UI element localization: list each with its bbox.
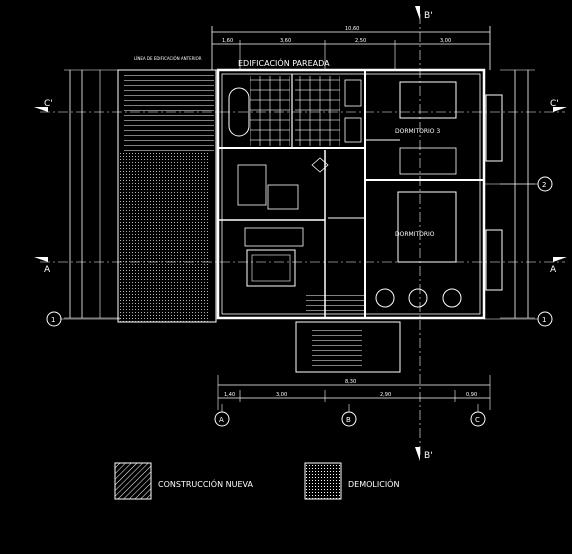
sofa-icon (237, 164, 267, 206)
section-mark-c-left: C' (44, 99, 53, 109)
axis-bubble-1-right: 1 (542, 316, 546, 324)
chair-icon (408, 288, 428, 308)
setback-note: LÍNEA DE EDIFICACIÓN ANTERIOR (134, 56, 202, 61)
entry-steps (312, 326, 362, 368)
legend-swatch-demo (304, 462, 342, 500)
top-dimensions: 10,60 1,60 3,60 2,50 3,00 (211, 26, 491, 70)
legend: CONSTRUCCIÓN NUEVA DEMOLICIÓN (114, 462, 399, 500)
counter-icon (244, 227, 304, 247)
bed-3-icon (399, 81, 457, 119)
section-mark-a-right: A (550, 265, 557, 275)
stairs-icon (306, 292, 364, 314)
bottom-dimensions: 8,30 1,40 3,00 2,90 0,90 (217, 375, 491, 410)
dim-bottom-2: 3,00 (276, 392, 287, 398)
right-dimensions (500, 69, 535, 319)
dim-top-1: 1,60 (222, 38, 233, 44)
legend-swatch-new (114, 462, 152, 500)
dim-top-2: 3,60 (280, 38, 291, 44)
left-dimensions (64, 69, 120, 319)
stove-icon (246, 249, 296, 287)
dim-top-4: 3,00 (440, 38, 451, 44)
toilet-icon (344, 79, 362, 107)
dim-bottom-total: 8,30 (345, 379, 356, 385)
room-label-dorm3: DORMITORIO 3 (395, 128, 440, 135)
dim-top-3: 2,50 (355, 38, 366, 44)
table-icon (267, 184, 299, 210)
room-label-dorm: DORMITORIO (395, 231, 435, 238)
bed-icon (397, 191, 457, 263)
kitchen-tiles (295, 76, 340, 146)
lamp-icon (311, 157, 329, 173)
sink-icon (344, 117, 362, 143)
building-walls (216, 68, 486, 320)
legend-label-demo: DEMOLICIÓN (348, 478, 399, 489)
plan-title: EDIFICACIÓN PAREADA (238, 57, 330, 68)
dim-top-total: 10,60 (345, 26, 359, 32)
chair-icon (442, 288, 462, 308)
section-mark-c-right: C' (550, 99, 559, 109)
bathroom-tiles (250, 76, 290, 146)
section-lines: A A C' C' B' B' (34, 6, 567, 461)
axis-bubble-a: A (219, 416, 224, 424)
dim-bottom-1: 1,40 (224, 392, 235, 398)
legend-label-new: CONSTRUCCIÓN NUEVA (158, 478, 253, 489)
axis-bubble-1: 1 (51, 316, 55, 324)
axis-bubble-c: C (475, 416, 480, 424)
section-mark-b-bottom: B' (424, 451, 433, 461)
axis-bubble-b: B (346, 416, 351, 424)
section-mark-b-top: B' (424, 11, 433, 21)
dim-bottom-4: 0,90 (466, 392, 477, 398)
chair-icon (375, 288, 395, 308)
wardrobe-icon (485, 229, 503, 291)
section-mark-a-left: A (44, 265, 51, 275)
axis-bubble-2: 2 (542, 181, 546, 189)
dim-bottom-3: 2,90 (380, 392, 391, 398)
wardrobe-3-icon (485, 94, 503, 162)
axis-bubbles: A B C 1 1 2 (46, 176, 553, 427)
demolition-area (118, 152, 210, 322)
porch (295, 321, 401, 373)
